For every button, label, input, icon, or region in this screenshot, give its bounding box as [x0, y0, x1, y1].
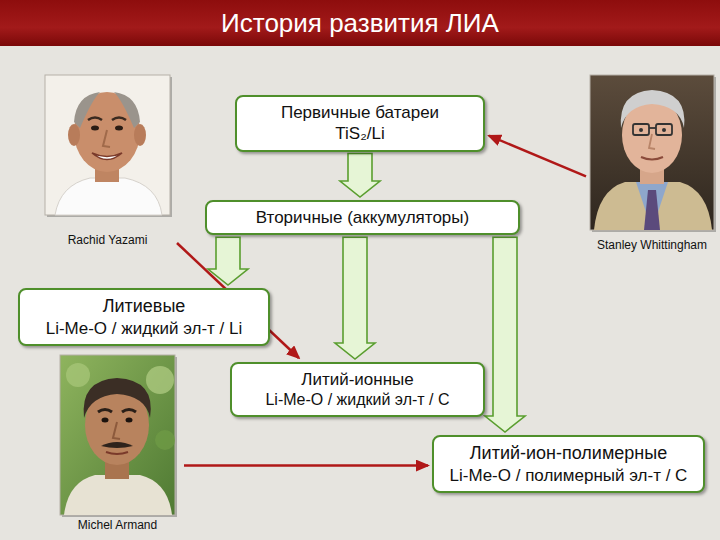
- box-formula: TiS₂/Li: [335, 123, 384, 144]
- box-heading: Литиевые: [103, 295, 186, 318]
- hair: [74, 92, 100, 128]
- hair: [114, 92, 140, 128]
- process-box: Первичные батареиTiS₂/Li: [235, 95, 485, 152]
- process-box: Литий-ион-полимерныеLi-Me-O / полимерный…: [432, 435, 705, 493]
- brow: [98, 410, 112, 413]
- eye: [126, 418, 133, 423]
- process-box: Литий-ионныеLi-Me-O / жидкий эл-т / C: [230, 362, 485, 417]
- glasses: [656, 124, 672, 135]
- ear: [134, 124, 146, 146]
- photo-ground: [590, 75, 714, 230]
- jacket: [594, 182, 712, 230]
- glasses: [633, 124, 649, 135]
- contribution-arrow: [489, 136, 586, 177]
- eye: [102, 418, 109, 423]
- shirt: [55, 178, 162, 215]
- block-arrow: [340, 154, 380, 198]
- brow: [112, 118, 126, 121]
- hair: [621, 90, 685, 128]
- box-heading: Вторичные (аккумуляторы): [256, 207, 469, 228]
- brow: [122, 410, 136, 413]
- face: [74, 92, 140, 172]
- tie: [644, 190, 660, 230]
- foliage: [155, 430, 175, 450]
- photo-ground: [45, 75, 170, 215]
- portrait-node: Rachid Yazami: [40, 72, 175, 247]
- nose: [649, 134, 655, 149]
- person-name: Stanley Whittingham: [597, 238, 707, 252]
- box-formula: Li-Me-O / полимерный эл-т / C: [450, 465, 688, 486]
- contribution-arrow: [184, 464, 428, 467]
- person-name: Rachid Yazami: [68, 233, 148, 247]
- portrait-armand: [60, 355, 177, 517]
- portrait-node: Stanley Whittingham: [588, 72, 716, 252]
- eye: [91, 126, 99, 131]
- portrait-yazami: [45, 75, 172, 217]
- eye: [115, 126, 123, 131]
- shirt: [64, 475, 172, 515]
- process-box: ЛитиевыеLi-Me-O / жидкий эл-т / Li: [18, 288, 270, 346]
- title-text: История развития ЛИА: [0, 0, 720, 46]
- title-band: История развития ЛИА: [0, 0, 720, 46]
- smile: [92, 153, 122, 160]
- box-heading: Первичные батареи: [281, 102, 439, 123]
- shirt: [636, 182, 668, 230]
- block-arrow: [485, 237, 525, 432]
- mouth: [641, 157, 663, 160]
- foliage: [146, 366, 174, 394]
- box-heading: Литий-ион-полимерные: [470, 442, 667, 465]
- eye: [639, 128, 643, 132]
- process-box: Вторичные (аккумуляторы): [205, 200, 520, 235]
- box-heading: Литий-ионные: [301, 369, 414, 390]
- ear: [68, 124, 80, 146]
- foliage: [66, 363, 90, 387]
- brow: [88, 118, 102, 121]
- photo-ground: [60, 355, 175, 515]
- nose: [103, 130, 110, 147]
- glasses: [649, 127, 656, 129]
- person-name: Michel Armand: [78, 518, 157, 532]
- eye: [662, 128, 666, 132]
- hair: [84, 378, 151, 418]
- box-formula: Li-Me-O / жидкий эл-т / Li: [46, 318, 243, 339]
- nose: [113, 422, 120, 439]
- portrait-node: Michel Armand: [55, 352, 180, 532]
- box-formula: Li-Me-O / жидкий эл-т / C: [265, 390, 449, 410]
- portrait-whittingham: [590, 75, 716, 232]
- mustache: [101, 442, 133, 448]
- mouth: [106, 452, 128, 454]
- block-arrow: [335, 237, 375, 359]
